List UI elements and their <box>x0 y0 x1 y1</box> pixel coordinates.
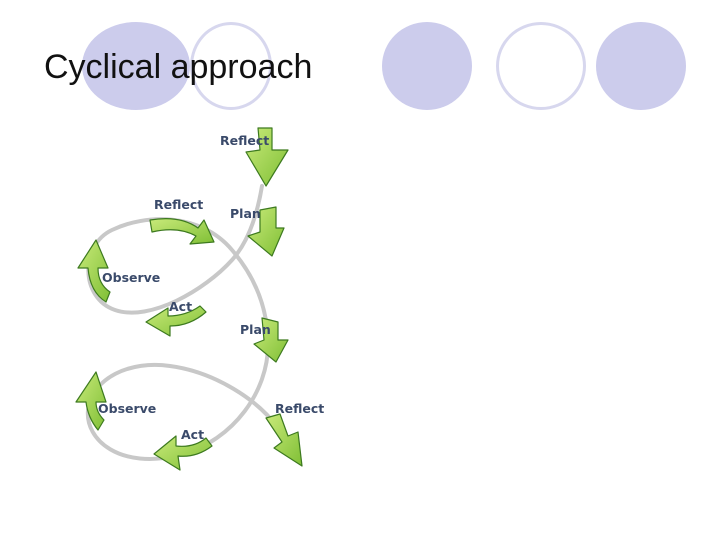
label-observe-1: Observe <box>102 270 160 285</box>
plan-2-arrow <box>253 317 289 363</box>
act-2-arrow <box>153 435 213 471</box>
label-act-2: Act <box>181 427 204 442</box>
slide-title: Cyclical approach <box>44 48 313 86</box>
label-observe-2: Observe <box>98 401 156 416</box>
decor-circle-4 <box>496 22 586 110</box>
label-act-1: Act <box>169 299 192 314</box>
act-1-arrow <box>145 305 207 337</box>
decor-circle-1 <box>82 22 190 110</box>
label-reflect-1: Reflect <box>154 197 203 212</box>
decor-circle-2 <box>190 22 272 110</box>
label-reflect-2: Reflect <box>275 401 324 416</box>
cycle-arrows <box>75 127 303 471</box>
reflect-top-arrow <box>245 127 289 187</box>
observe-1-arrow <box>77 239 111 303</box>
decor-circle-3 <box>382 22 472 110</box>
label-plan-2: Plan <box>240 322 271 337</box>
label-plan-1: Plan <box>230 206 261 221</box>
reflect-1-arrow <box>149 218 215 245</box>
observe-2-arrow <box>75 371 107 431</box>
decor-circle-5 <box>596 22 686 110</box>
reflect-2-arrow <box>265 413 303 467</box>
label-reflect-top: Reflect <box>220 133 269 148</box>
plan-1-arrow <box>247 206 285 257</box>
